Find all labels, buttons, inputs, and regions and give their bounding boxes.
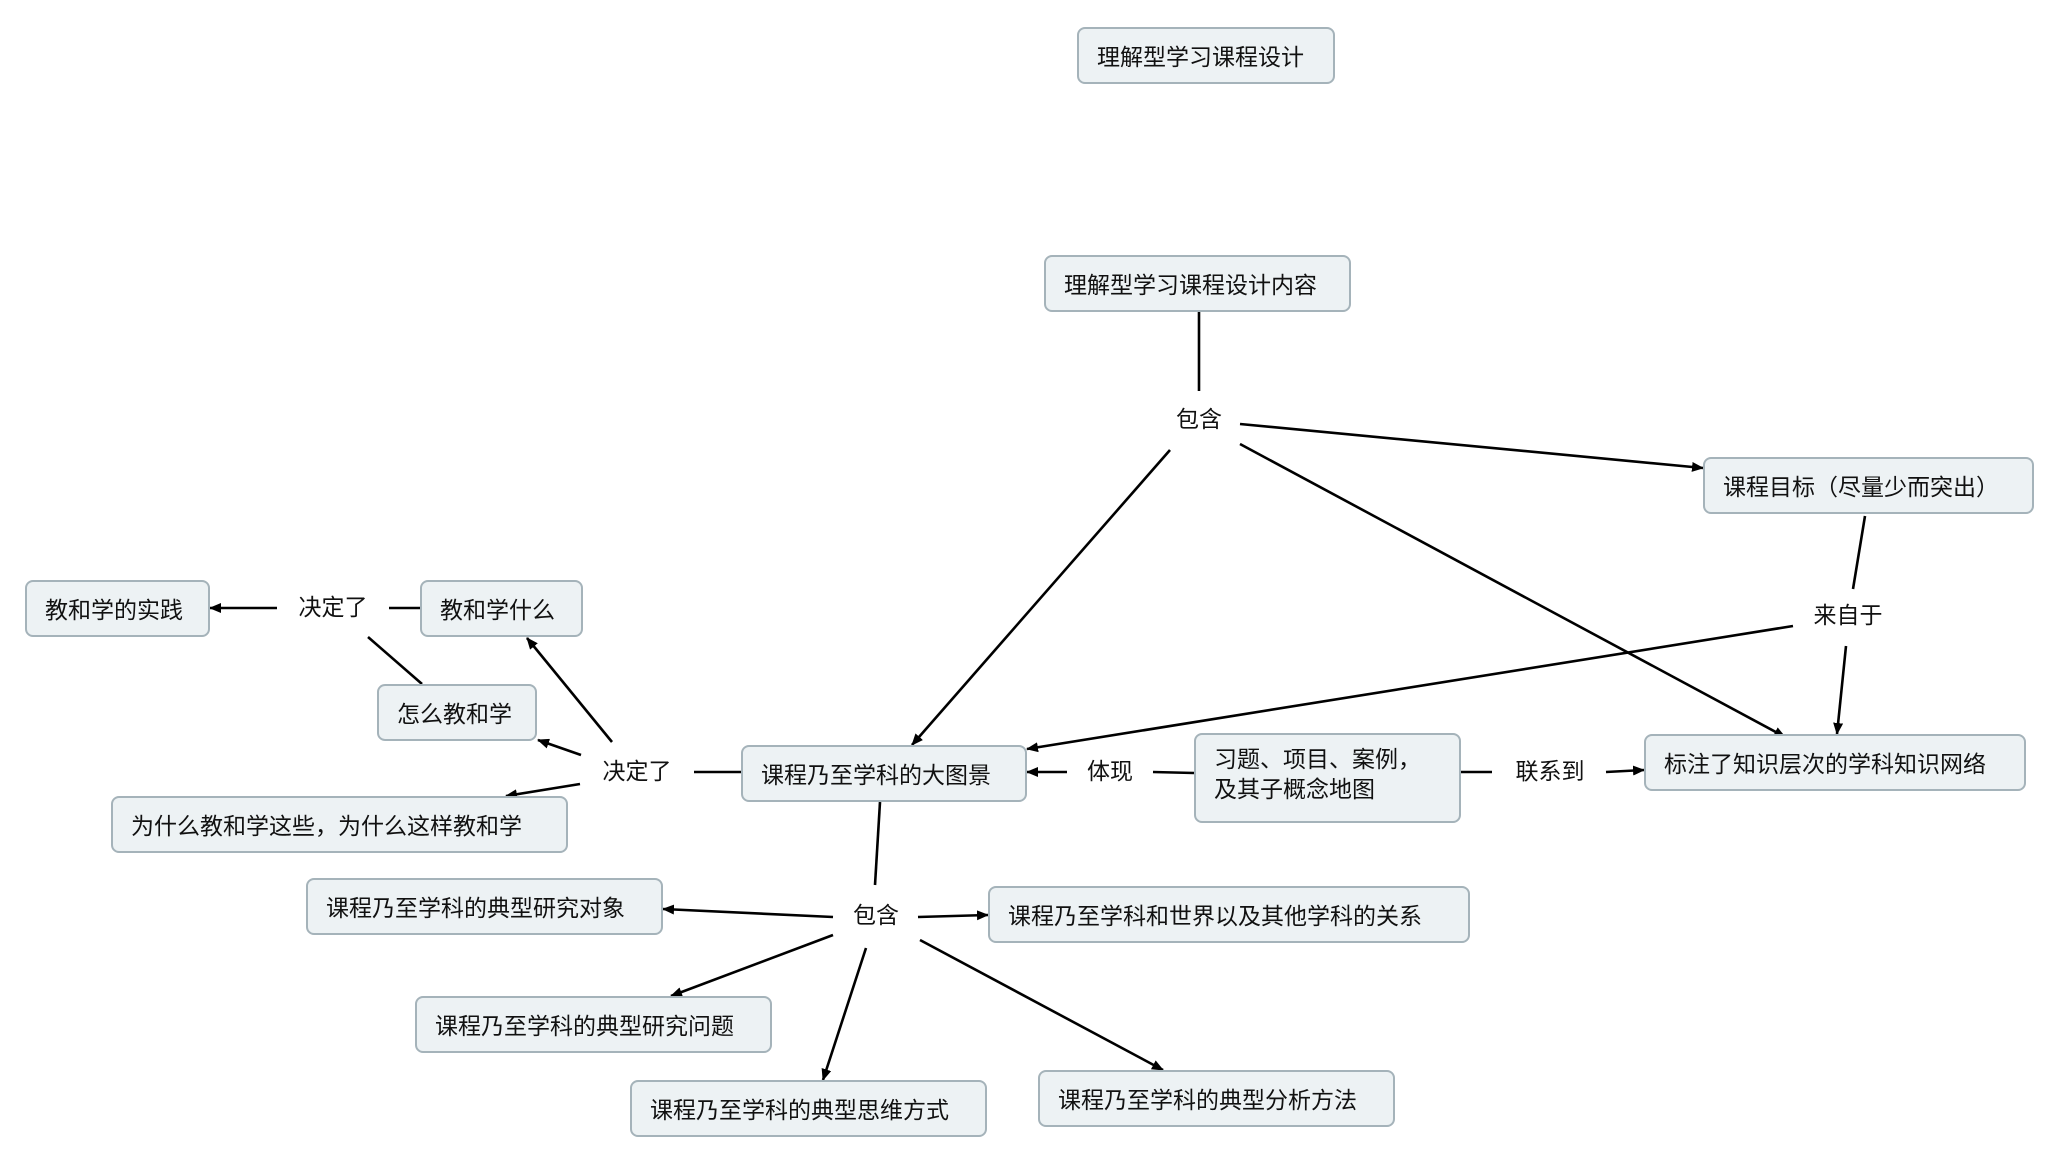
edge-decides-to-why <box>505 782 581 800</box>
big-picture-node[interactable]: 课程乃至学科的大图景 <box>741 745 1027 802</box>
research-problems-node[interactable]: 课程乃至学科的典型研究问题 <box>415 996 772 1053</box>
course-design-content-node[interactable]: 理解型学习课程设计内容 <box>1044 255 1351 312</box>
edge-containsbottom-to-methods <box>919 938 1164 1072</box>
edge-goal-to-comesfrom <box>1851 515 1867 590</box>
edge-bigpicture-to-containsbottom <box>873 801 882 886</box>
thinking-ways-node[interactable]: 课程乃至学科的典型思维方式 <box>630 1080 987 1137</box>
edge-contains-to-goal <box>1239 422 1704 472</box>
edge-containsbottom-to-objects <box>662 904 834 919</box>
map-title-node[interactable]: 理解型学习课程设计 <box>1077 27 1335 84</box>
edge-exercises-to-embodies <box>1152 770 1195 775</box>
edge-how-to-decidestop <box>367 636 423 685</box>
link-label-embodies[interactable]: 体现 <box>1087 759 1133 785</box>
edge-containsbottom-to-problems <box>670 933 834 998</box>
exercises-node[interactable]: 习题、项目、案例， 及其子概念地图 <box>1194 733 1461 823</box>
link-label-contains-bottom[interactable]: 包含 <box>853 903 899 929</box>
edge-decides-to-what <box>525 637 614 743</box>
analysis-methods-node[interactable]: 课程乃至学科的典型分析方法 <box>1038 1070 1395 1127</box>
edge-comesfrom-to-bigpicture <box>1026 624 1794 753</box>
edge-comesfrom-to-network <box>1833 645 1848 735</box>
edge-containsbottom-to-relations <box>917 910 989 921</box>
edge-contains-to-bigpicture <box>911 449 1171 746</box>
how-to-teach-node[interactable]: 怎么教和学 <box>377 684 537 741</box>
link-label-decides-top[interactable]: 决定了 <box>298 595 368 621</box>
edge-decides-to-how <box>537 738 582 757</box>
course-goal-node[interactable]: 课程目标（尽量少而突出） <box>1703 457 2034 514</box>
edge-connectsto-to-network <box>1605 765 1645 776</box>
link-label-connects-to[interactable]: 联系到 <box>1515 759 1585 785</box>
edge-containsbottom-to-thinking <box>821 947 868 1081</box>
practice-node[interactable]: 教和学的实践 <box>25 580 210 637</box>
exercises-line-2: 及其子概念地图 <box>1214 777 1375 803</box>
knowledge-network-node[interactable]: 标注了知识层次的学科知识网络 <box>1644 734 2026 791</box>
link-label-comes-from[interactable]: 来自于 <box>1813 603 1883 629</box>
what-to-teach-node[interactable]: 教和学什么 <box>420 580 583 637</box>
edge-contains-to-network <box>1239 442 1786 739</box>
research-objects-node[interactable]: 课程乃至学科的典型研究对象 <box>306 878 663 935</box>
link-label-decides-mid[interactable]: 决定了 <box>602 759 672 785</box>
link-label-contains-top[interactable]: 包含 <box>1176 407 1222 433</box>
world-relations-node[interactable]: 课程乃至学科和世界以及其他学科的关系 <box>988 886 1470 943</box>
why-teach-node[interactable]: 为什么教和学这些，为什么这样教和学 <box>111 796 568 853</box>
exercises-line-1: 习题、项目、案例， <box>1214 747 1421 773</box>
